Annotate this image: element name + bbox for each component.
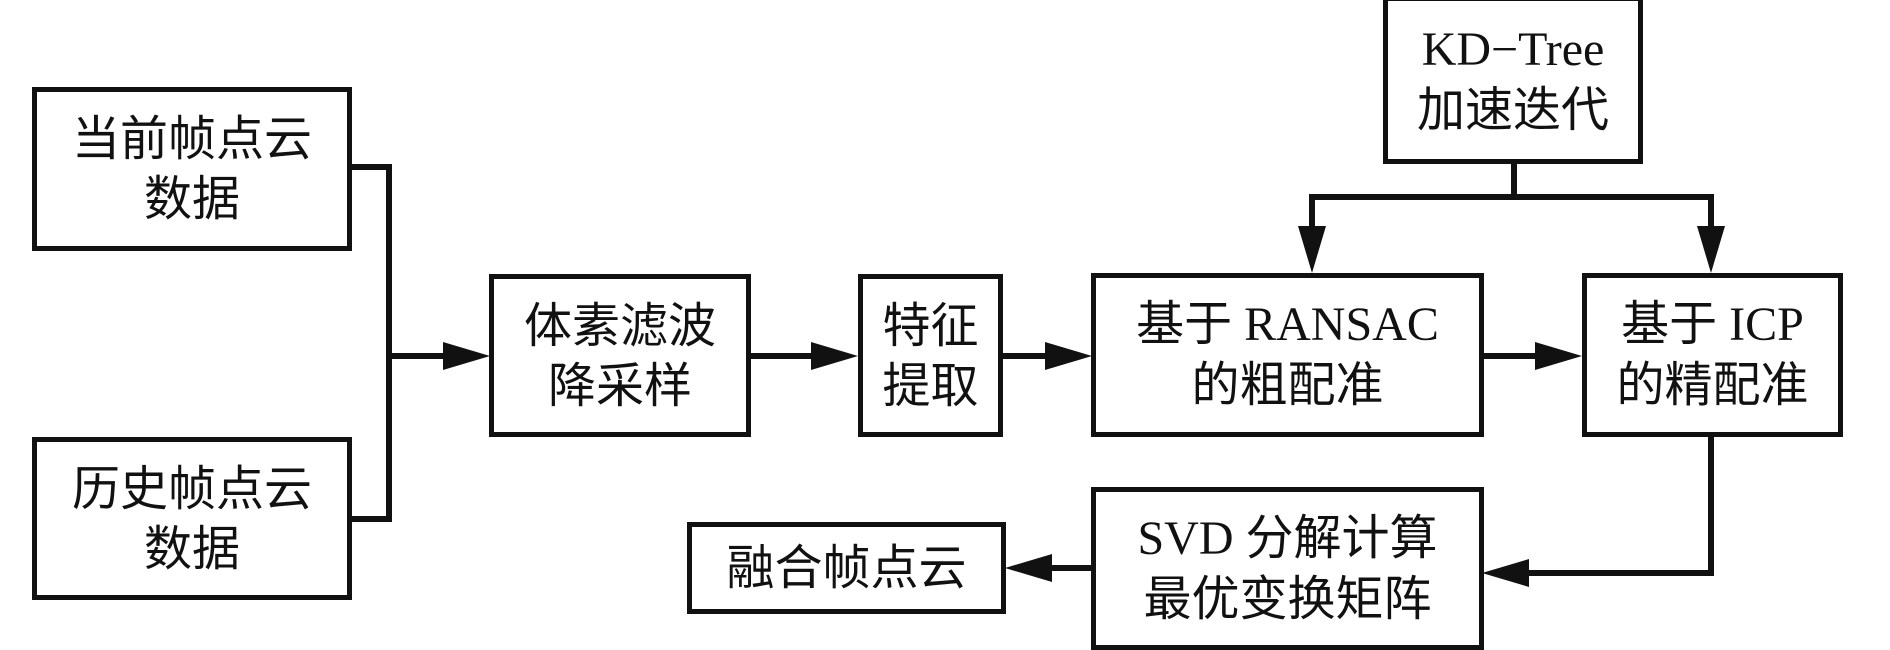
node-fused: 融合帧点云 bbox=[687, 522, 1006, 614]
arrowhead-to-ransac bbox=[1045, 342, 1092, 370]
edge-kdtree-branch bbox=[1309, 194, 1714, 232]
node-voxel-filter: 体素滤波 降采样 bbox=[489, 274, 751, 437]
node-label-line2: 的精配准 bbox=[1616, 357, 1809, 413]
node-ransac: 基于 RANSAC 的粗配准 bbox=[1091, 273, 1484, 437]
arrowhead-to-fused bbox=[1005, 554, 1052, 582]
node-label-line1: 基于 ICP bbox=[1621, 298, 1804, 351]
node-label-line2: 降采样 bbox=[547, 357, 692, 414]
node-label-line1: 融合帧点云 bbox=[726, 540, 967, 596]
node-kdtree: KD−Tree 加速迭代 bbox=[1383, 0, 1643, 164]
node-label-line2: 数据 bbox=[143, 171, 240, 227]
edge-current-to-merge bbox=[350, 164, 392, 522]
arrowhead-kd-to-icp bbox=[1697, 226, 1725, 273]
node-label-line2: 加速迭代 bbox=[1416, 82, 1609, 138]
node-label-line1: 基于 RANSAC bbox=[1136, 298, 1439, 351]
edge-icp-to-svd bbox=[1522, 435, 1714, 576]
node-history-frame: 历史帧点云 数据 bbox=[32, 437, 352, 600]
node-label-line1: KD−Tree bbox=[1421, 23, 1605, 76]
arrowhead-kd-to-ransac bbox=[1298, 226, 1326, 273]
node-feature-extract: 特征 提取 bbox=[858, 274, 1003, 437]
node-label-line1: 历史帧点云 bbox=[71, 460, 312, 517]
node-label-line2: 提取 bbox=[882, 357, 979, 414]
node-label-line2: 的粗配准 bbox=[1191, 357, 1384, 413]
node-label-line2: 数据 bbox=[143, 520, 240, 577]
node-label-line1: 当前帧点云 bbox=[71, 111, 312, 167]
arrowhead-to-svd bbox=[1482, 559, 1529, 587]
node-label-line1: SVD 分解计算 bbox=[1137, 511, 1438, 565]
node-svd: SVD 分解计算 最优变换矩阵 bbox=[1091, 487, 1484, 650]
arrowhead-to-voxel bbox=[443, 342, 490, 370]
node-label-line2: 最优变换矩阵 bbox=[1143, 570, 1432, 627]
node-current-frame: 当前帧点云 数据 bbox=[32, 87, 352, 251]
node-label-line1: 体素滤波 bbox=[523, 297, 716, 354]
node-label-line1: 特征 bbox=[882, 297, 979, 354]
arrowhead-to-icp bbox=[1535, 342, 1582, 370]
arrowhead-to-feature bbox=[811, 342, 858, 370]
node-icp: 基于 ICP 的精配准 bbox=[1582, 273, 1843, 437]
